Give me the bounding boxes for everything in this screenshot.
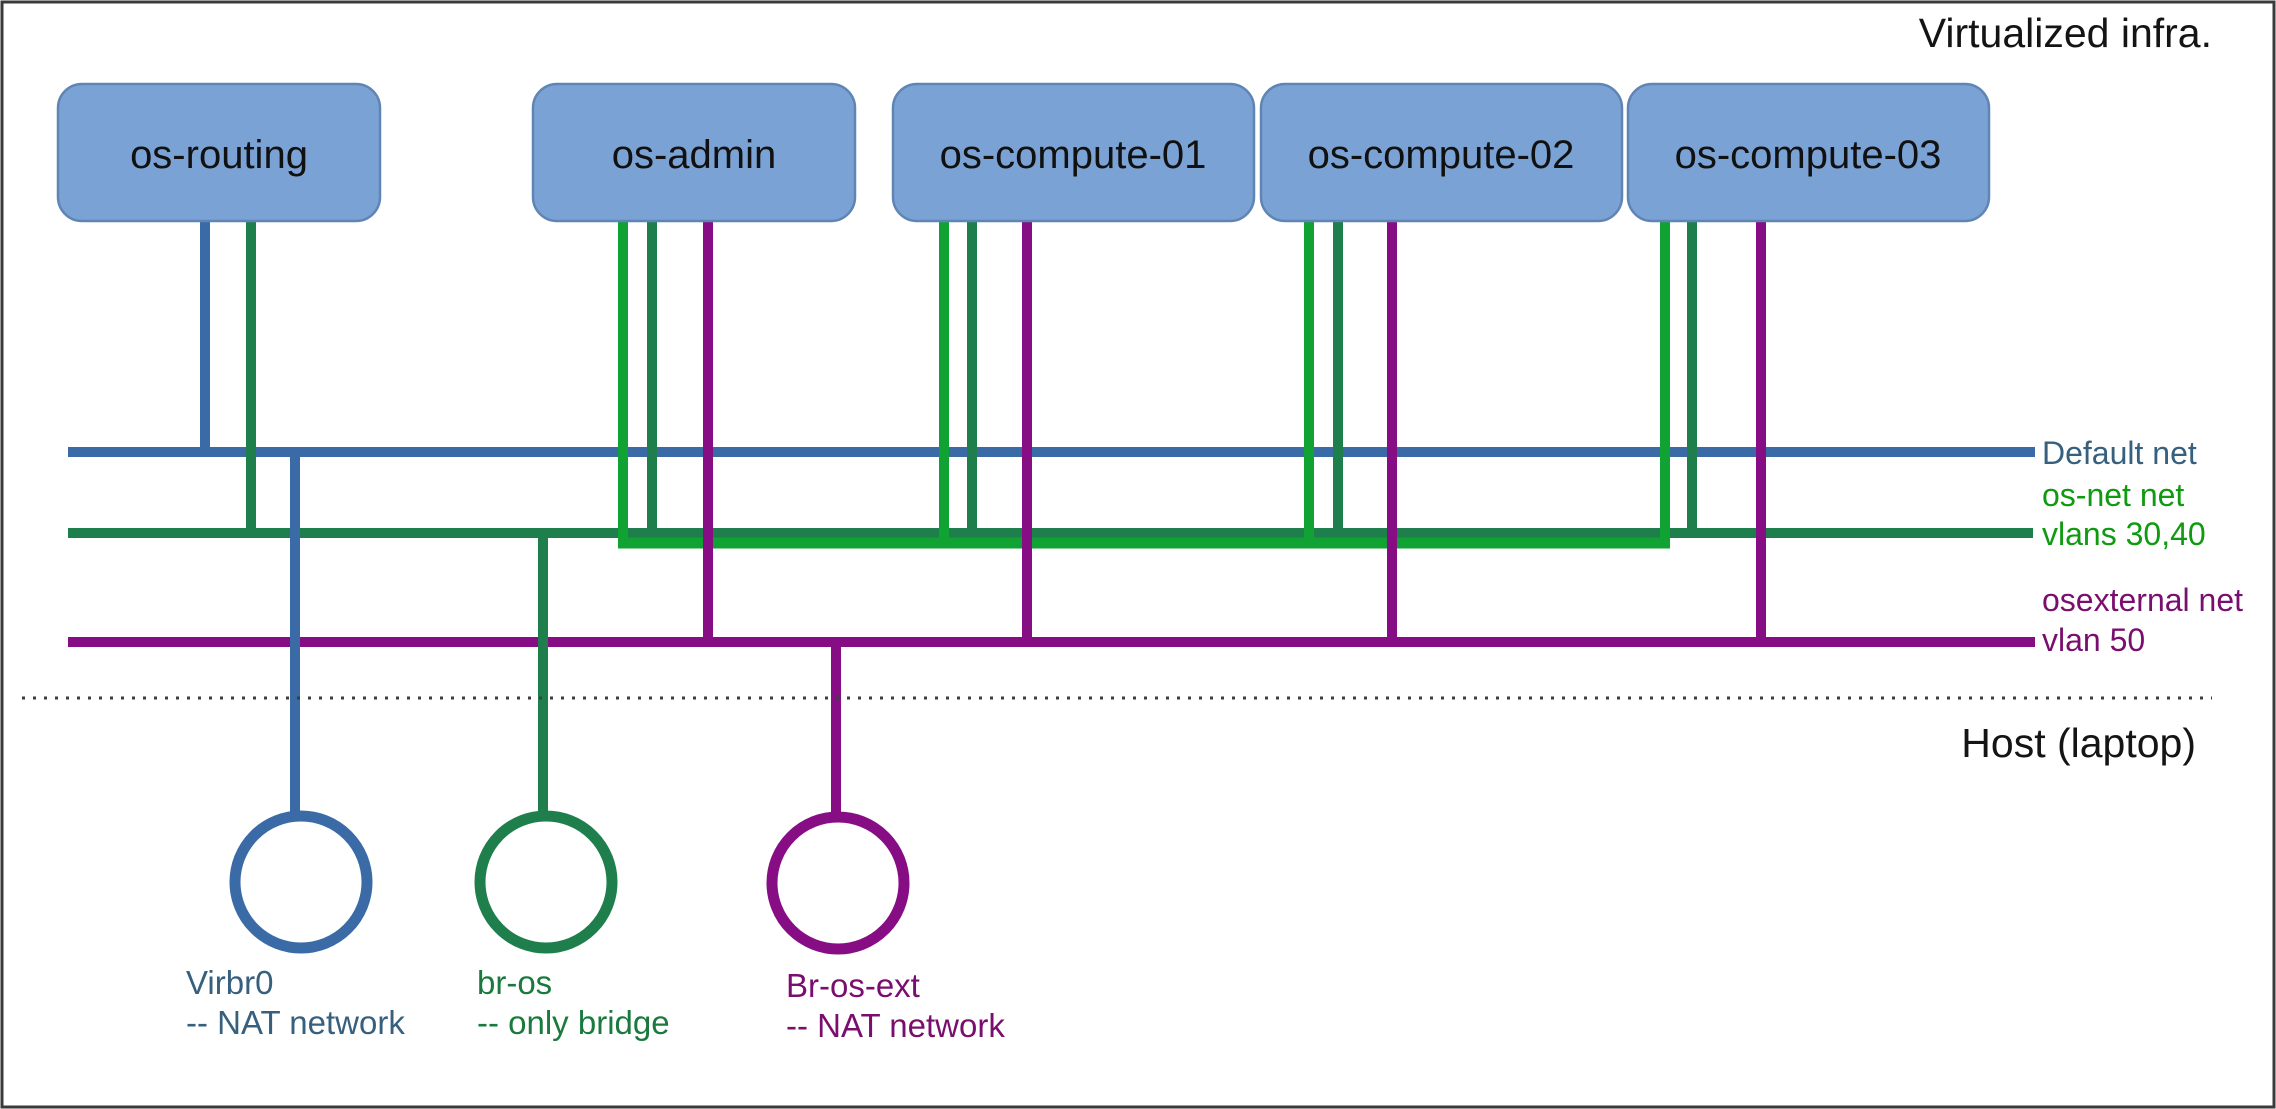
- vm-node-box: [1259, 82, 1624, 223]
- bridge-virbr0-label: Virbr0 -- NAT network: [186, 964, 405, 1041]
- vm-node-label: os-admin: [612, 133, 777, 177]
- vm-node-os-routing: os-routing: [56, 82, 382, 223]
- bridge-name: Br-os-ext: [786, 967, 920, 1004]
- vm-node-label: os-compute-01: [940, 133, 1207, 177]
- bridge-name: Virbr0: [186, 964, 273, 1001]
- bridge-br-os-label: br-os -- only bridge: [477, 964, 670, 1041]
- vm-node-box: [56, 82, 382, 223]
- bridge-desc: -- only bridge: [477, 1004, 670, 1041]
- vm-node-os-compute-03: os-compute-03: [1626, 82, 1991, 223]
- os-net-label: os-net net vlans 30,40: [2042, 477, 2206, 552]
- vm-node-box: [891, 82, 1256, 223]
- vm-node-label: os-compute-02: [1308, 133, 1575, 177]
- vm-node-os-admin: os-admin: [531, 82, 857, 223]
- default-net-label: Default net: [2042, 435, 2197, 471]
- vm-node-box: [1626, 82, 1991, 223]
- os-net-label-line2: vlans 30,40: [2042, 516, 2206, 552]
- vm-node-label: os-routing: [130, 133, 308, 177]
- vm-node-os-compute-01: os-compute-01: [891, 82, 1256, 223]
- bridge-br-os-ext-circle: [766, 811, 910, 955]
- bridge-br-os-circle: [474, 810, 618, 954]
- virtualized-infra-title: Virtualized infra.: [1919, 10, 2212, 56]
- bridge-name: br-os: [477, 964, 552, 1001]
- vm-node-box: [531, 82, 857, 223]
- bridge-desc: -- NAT network: [186, 1004, 405, 1041]
- os-net-label-line1: os-net net: [2042, 477, 2184, 513]
- osexternal-net-label-line1: osexternal net: [2042, 582, 2243, 618]
- vm-node-label: os-compute-03: [1675, 133, 1942, 177]
- osexternal-net-label-line2: vlan 50: [2042, 622, 2145, 658]
- bridge-virbr0-circle: [229, 810, 373, 954]
- osexternal-net-label: osexternal net vlan 50: [2042, 582, 2243, 658]
- vm-node-os-compute-02: os-compute-02: [1259, 82, 1624, 223]
- bridge-br-os-ext-label: Br-os-ext -- NAT network: [786, 967, 1005, 1044]
- bridge-desc: -- NAT network: [786, 1007, 1005, 1044]
- host-laptop-title: Host (laptop): [1961, 720, 2196, 766]
